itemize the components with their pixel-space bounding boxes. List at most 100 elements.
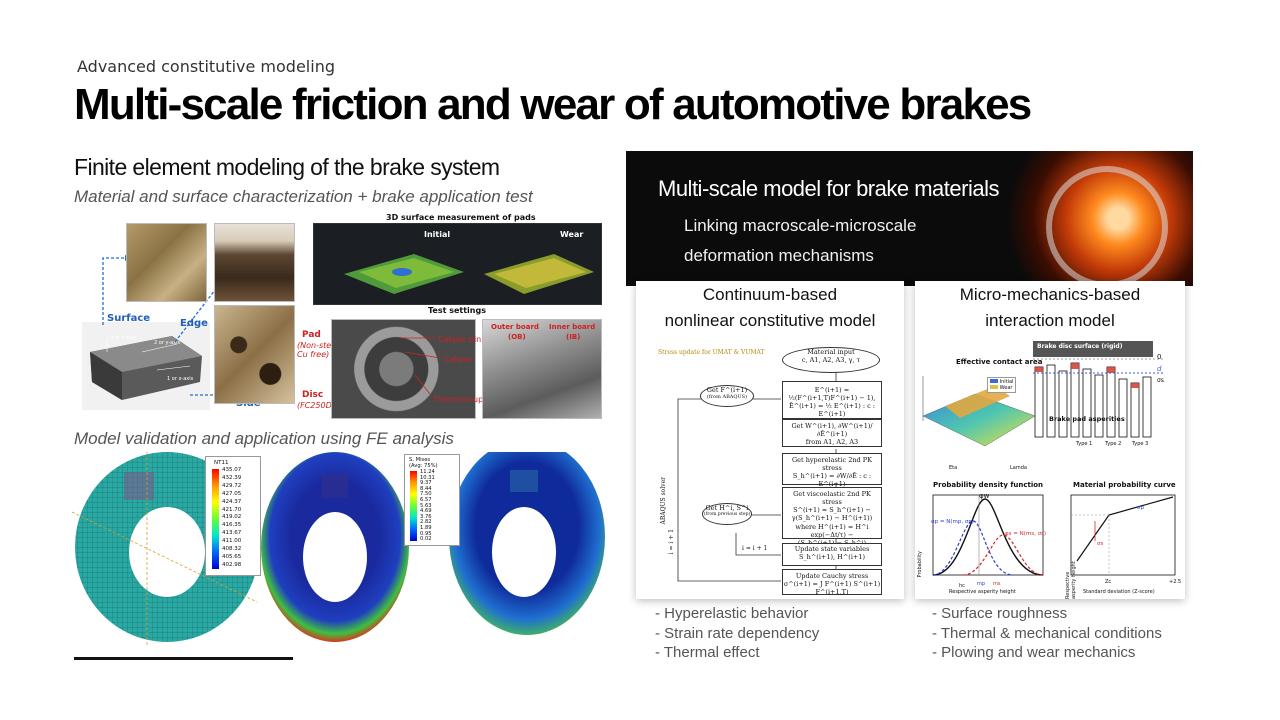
surface-micrograph [126,223,207,302]
continuum-title-line1: Continuum-based [702,285,838,304]
multiscale-subtitle-line1: Linking macroscale-microscale [684,216,917,235]
ob-label: (OB) [508,333,526,341]
outer-board-label: Outer board [491,323,539,331]
mpc-title: Material probability curve [1073,481,1176,489]
nt11-legend-value: 419.02 [222,514,242,521]
micro-model-card: Micro-mechanics-based interaction model … [915,281,1185,599]
micro-title-line2: interaction model [985,311,1115,330]
type1-label: Type 1 [1076,441,1093,447]
test-settings-title: Test settings [428,306,486,315]
d-label: d [1157,365,1162,373]
pdf-ylabel: Probability [917,551,923,578]
nt11-legend-value: 402.98 [222,561,242,568]
eta-label: Eta [949,465,958,471]
hyper-eq-text: S_h^(i+1) = ∂W/∂Ē : c : E^(i+1) [792,472,872,489]
i-update-label: i = i + 1 [742,545,768,552]
nt11-legend-value: 429.72 [222,482,242,489]
mises-legend-value: 5.63 [420,502,432,509]
continuum-bullet-2: - Strain rate dependency [655,625,820,642]
fe-section-heading: Finite element modeling of the brake sys… [74,154,500,180]
from-a-text: from A1, A2, A3 [805,438,859,447]
visco-pk-text: Get viscoelastic 2nd PK stress [793,490,871,507]
continuum-bullet-1: - Hyperelastic behavior [655,605,809,622]
caliper-label: Caliper [444,355,473,364]
type2-label: Type 2 [1105,441,1122,447]
strain-eq1: E^(i+1) = ½(F^(i+1,T)F^(i+1) − 1), [788,386,876,403]
material-input-node: Material input c, A1, A2, A3, γ, τ [782,347,880,373]
flow-heading: Stress update for UMAT & VUMAT [658,349,765,356]
mises-legend-value: 0.95 [420,530,432,537]
phi-w-label: φw [979,492,990,500]
fe-results [72,452,605,647]
fe-section-subheading: Material and surface characterization + … [74,187,533,206]
update-state-node: Update state variables S_h^(i+1), H^(i+1… [782,543,882,566]
abaqus-solver-label: ABAQUS solver [660,477,667,525]
strain-eq2: Ē^(i+1) = ½ E^(i+1) : c : E^(i+1) [788,402,875,419]
mises-legend-value: 9.37 [420,480,432,487]
brake-disc-shape [1046,166,1168,286]
page-title: Multi-scale friction and wear of automot… [74,80,1032,129]
surface-3d-plots [344,254,594,294]
update-state-eq: S_h^(i+1), H^(i+1) [798,553,866,562]
mpc-xlabel: Standard deviation (Z-score) [1083,589,1155,595]
phi-s-label: φs = N(ms, σs) [1005,531,1047,537]
get-w-node: Get W^(i+1), ∂W^(i+1)/∂Ē^(i+1) from A1, … [782,419,882,447]
inner-board-label: Inner board [549,323,596,331]
micro-title-line1: Micro-mechanics-based [959,285,1141,304]
axis-2-label: 2 or y-axis [154,340,181,346]
nt11-legend-value: 432.39 [222,474,242,481]
pdf-hc-label: hc [959,583,965,589]
contact-legend: Initial Wear [987,377,1017,393]
asperity-bars [1033,358,1163,438]
section-label: Advanced constitutive modeling [77,57,335,76]
from-abaqus-text: (from ABAQUS) [706,394,748,401]
zero-label: 0 [1157,353,1162,361]
effective-contact-label: Effective contact area [956,358,1043,366]
nt11-legend-value: 435.07 [222,467,242,473]
wear-label: Wear [560,230,584,239]
validation-subheading: Model validation and application using F… [74,429,454,448]
nt11-legend-value: 408.32 [222,546,242,553]
mises-legend-value: 3.76 [420,513,432,520]
nt11-legend-title: NT11 [214,460,229,466]
axis-3-label: 3 or z-axis [110,335,136,341]
pad-label: Pad [302,330,321,340]
pdf-plot [932,494,1044,576]
sigma-s-label: σs [1157,377,1164,384]
pdf-ms-label: ms [993,581,1001,587]
mises-legend-value: 1.89 [420,524,432,531]
get-f-node: Get F^(i+1) (from ABAQUS) [700,385,754,407]
edge-micrograph [214,223,295,302]
brake-pad-drawing [90,336,202,400]
pdf-xlabel: Respective asperity height [949,589,1016,595]
cauchy-eq: σ^(i+1) = J F^(i+1) S^(i+1) F^(i+1,T) [783,580,881,597]
ib-label: (IB) [566,333,581,341]
nt11-legend-value: 416.35 [222,522,242,529]
thermocouple-label: Thermocouple [433,395,491,404]
surface-measurement-title: 3D surface measurement of pads [386,213,536,222]
surface-measurement-plot: Initial Wear [313,223,602,305]
side-micrograph [214,305,295,404]
i-update-left-label: i = i + 1 [668,529,675,555]
material-params-text: c, A1, A2, A3, γ, τ [801,356,861,365]
visco-pk-node: Get viscoelastic 2nd PK stress S^(i+1) =… [782,487,882,555]
caliper-photo [482,319,602,419]
brake-pad-schematic: 3 or z-axis 2 or y-axis 1 or x-axis [82,322,210,410]
get-w-text: Get W^(i+1), ∂W^(i+1)/∂Ē^(i+1) [791,422,873,439]
mises-legend-value: 8.44 [420,485,432,492]
nt11-legend-value: 405.65 [222,553,242,560]
stress-disc [261,452,409,642]
pad-note: (Non-steel, Cu free) [297,341,341,360]
hyper-pk-text: Get hyperelastic 2nd PK stress [791,456,872,473]
micro-bullet-2: - Thermal & mechanical conditions [932,625,1162,642]
brake-pad-asperities-label: Brake pad asperities [1049,415,1125,423]
mpc-plot [1070,494,1176,576]
nt11-legend-value: 424.37 [222,498,242,505]
caliper-pin-label: Caliper pin [438,335,482,344]
edge-label: Edge [180,318,208,329]
nt11-legend-value: 427.05 [222,490,242,497]
